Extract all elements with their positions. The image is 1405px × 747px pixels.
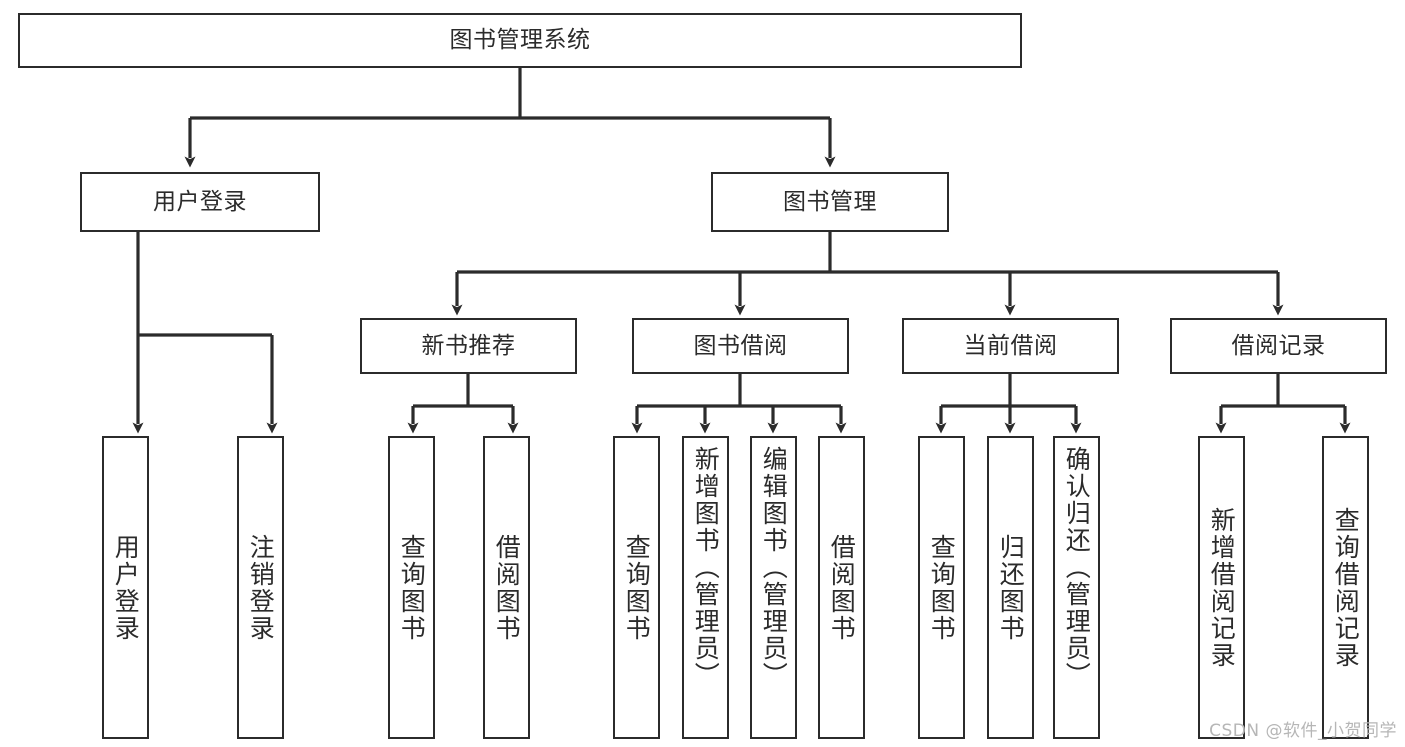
leaf-add-book-admin[interactable]: 新增图书（管理员） xyxy=(682,436,729,739)
node-label: 图书管理 xyxy=(783,188,877,215)
leaf-query-borrow-record[interactable]: 查询借阅记录 xyxy=(1322,436,1369,739)
node-label: 借阅记录 xyxy=(1231,332,1326,359)
leaf-add-borrow-record[interactable]: 新增借阅记录 xyxy=(1198,436,1245,739)
leaf-user-login[interactable]: 用户登录 xyxy=(102,436,149,739)
node-label: 用户登录 xyxy=(111,533,141,642)
node-label: 编辑图书（管理员） xyxy=(759,446,789,689)
leaf-borrow-book[interactable]: 借阅图书 xyxy=(818,436,865,739)
node-label: 查询图书 xyxy=(622,533,652,642)
node-label: 查询借阅记录 xyxy=(1331,506,1361,669)
node-label: 图书管理系统 xyxy=(449,27,591,54)
csdn-watermark: CSDN @软件_小贺同学 xyxy=(1209,721,1397,741)
node-label: 注销登录 xyxy=(246,533,276,642)
node-label: 借阅图书 xyxy=(492,533,522,642)
node-new-book-recommend[interactable]: 新书推荐 xyxy=(360,318,577,374)
node-label: 新增借阅记录 xyxy=(1207,506,1237,669)
leaf-logout[interactable]: 注销登录 xyxy=(237,436,284,739)
leaf-confirm-return-admin[interactable]: 确认归还（管理员） xyxy=(1053,436,1100,739)
node-label: 新书推荐 xyxy=(421,332,516,359)
node-label: 新增图书（管理员） xyxy=(691,446,721,689)
node-root-system[interactable]: 图书管理系统 xyxy=(18,13,1022,68)
leaf-query-book-recommend[interactable]: 查询图书 xyxy=(388,436,435,739)
leaf-edit-book-admin[interactable]: 编辑图书（管理员） xyxy=(750,436,797,739)
node-label: 确认归还（管理员） xyxy=(1062,446,1092,689)
node-book-management[interactable]: 图书管理 xyxy=(711,172,949,232)
node-label: 当前借阅 xyxy=(963,332,1058,359)
node-borrow-record[interactable]: 借阅记录 xyxy=(1170,318,1387,374)
node-label: 图书借阅 xyxy=(693,332,788,359)
node-label: 借阅图书 xyxy=(827,533,857,642)
leaf-return-book[interactable]: 归还图书 xyxy=(987,436,1034,739)
node-user-login[interactable]: 用户登录 xyxy=(80,172,320,232)
node-label: 用户登录 xyxy=(153,188,247,215)
node-book-borrow[interactable]: 图书借阅 xyxy=(632,318,849,374)
node-label: 归还图书 xyxy=(996,533,1026,642)
leaf-borrow-book-recommend[interactable]: 借阅图书 xyxy=(483,436,530,739)
leaf-query-book-current[interactable]: 查询图书 xyxy=(918,436,965,739)
node-label: 查询图书 xyxy=(927,533,957,642)
leaf-query-book-borrow[interactable]: 查询图书 xyxy=(613,436,660,739)
node-label: 查询图书 xyxy=(397,533,427,642)
node-current-borrow[interactable]: 当前借阅 xyxy=(902,318,1119,374)
